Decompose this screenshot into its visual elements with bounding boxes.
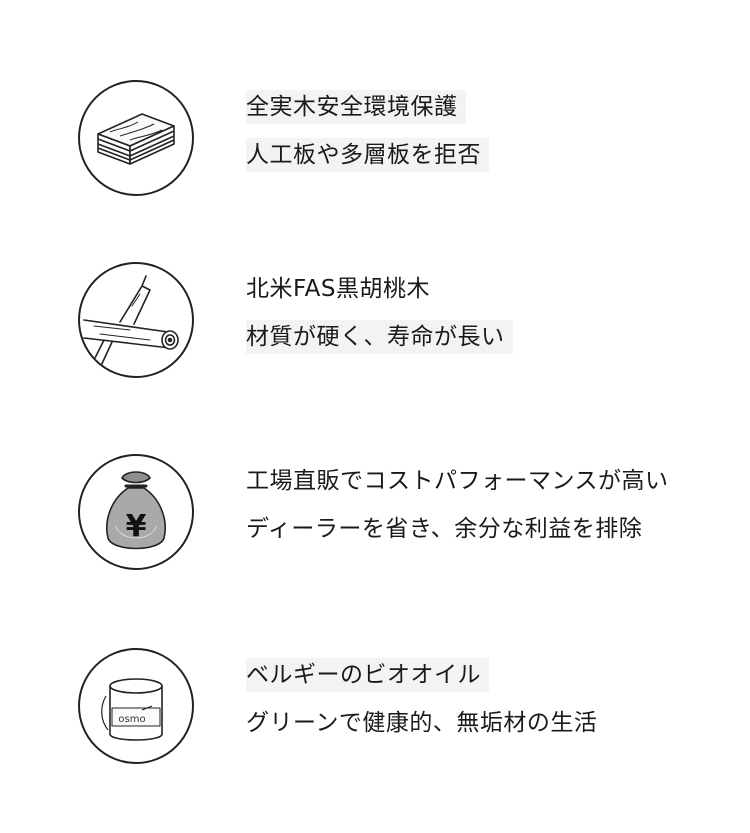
osmo-label: osmo	[118, 714, 145, 725]
feature-walnut: 北米FAS黒胡桃木 材質が硬く、寿命が長い	[0, 250, 750, 390]
feature-title: ベルギーのビオオイル	[246, 658, 489, 692]
walnut-log-icon	[78, 262, 194, 378]
feature-subtitle: ディーラーを省き、余分な利益を排除	[246, 516, 643, 542]
osmo-oil-can-icon: osmo	[78, 648, 194, 764]
feature-subtitle: 材質が硬く、寿命が長い	[246, 320, 513, 354]
feature-price: ¥ 工場直販でコストパフォーマンスが高い ディーラーを省き、余分な利益を排除	[0, 442, 750, 582]
feature-subtitle: 人工板や多層板を拒否	[246, 138, 489, 172]
feature-oil: osmo ベルギーのビオオイル グリーンで健康的、無垢材の生活	[0, 636, 750, 776]
solid-wood-planks-icon	[78, 80, 194, 196]
feature-title: 北米FAS黒胡桃木	[246, 276, 430, 302]
feature-title: 工場直販でコストパフォーマンスが高い	[246, 468, 669, 494]
feature-solid-wood: 全実木安全環境保護 人工板や多層板を拒否	[0, 68, 750, 208]
yen-money-bag-icon: ¥	[78, 454, 194, 570]
svg-text:¥: ¥	[126, 509, 147, 544]
feature-title: 全実木安全環境保護	[246, 90, 466, 124]
feature-subtitle: グリーンで健康的、無垢材の生活	[246, 710, 598, 736]
